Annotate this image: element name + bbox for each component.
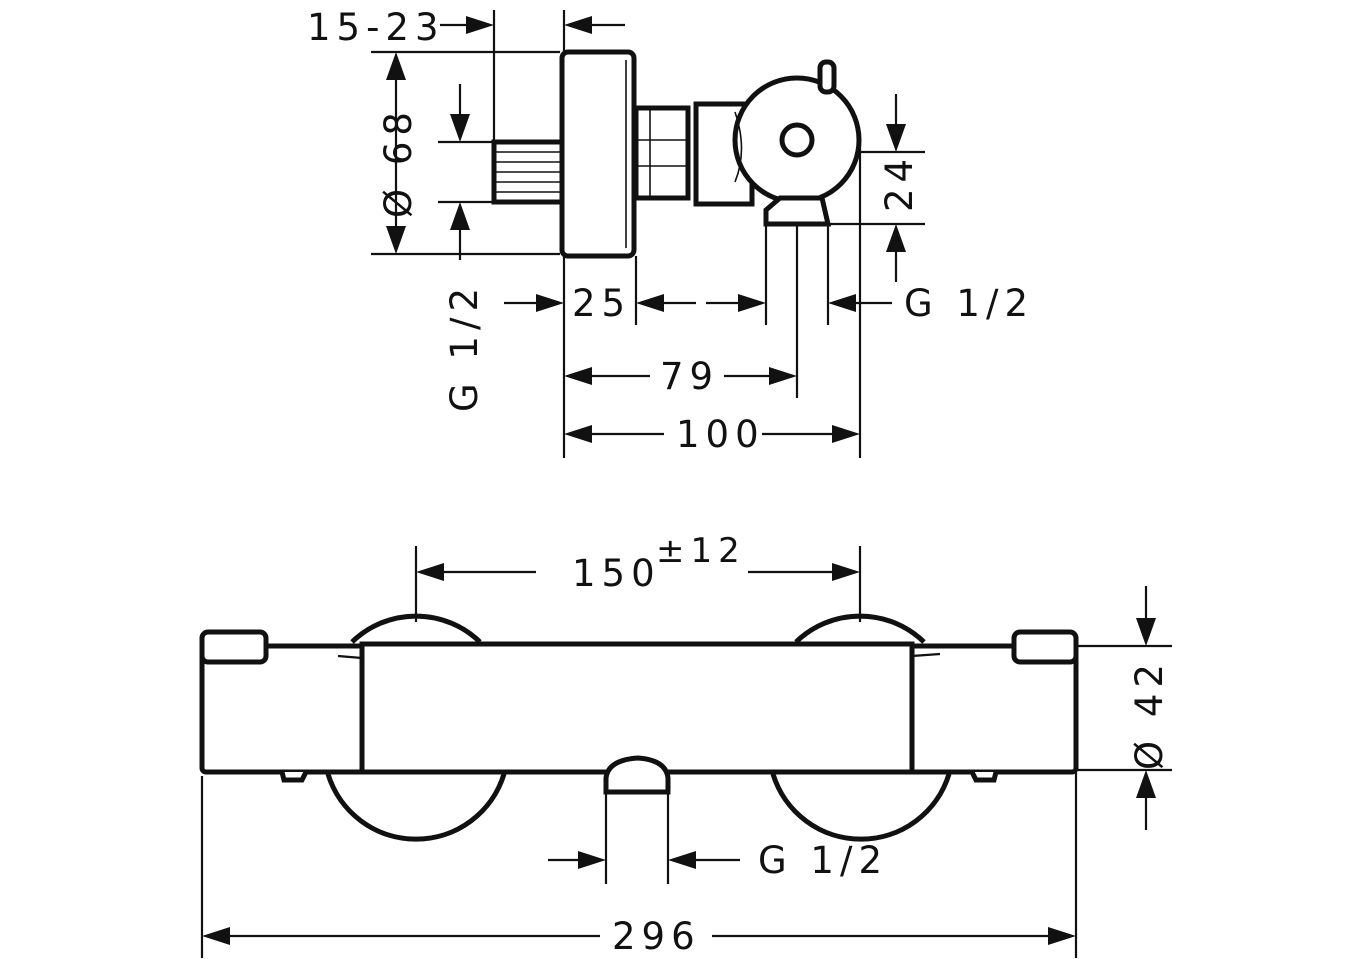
- threaded-inlet: [491, 139, 565, 205]
- dim-150-tolerance-label: ±12: [656, 531, 746, 571]
- handle-knob: [732, 59, 862, 205]
- dim-24-label: 24: [878, 153, 921, 212]
- dim-g12-left-label: G 1/2: [443, 282, 486, 412]
- dim-79-label: 79: [660, 355, 719, 398]
- right-wall-disc: [770, 773, 952, 842]
- dim-g12-bottom-label: G 1/2: [758, 839, 888, 882]
- left-foot: [279, 770, 309, 783]
- dim-15-23-label: 15-23: [307, 6, 445, 49]
- connection-nut: [633, 105, 691, 201]
- center-block: [359, 641, 915, 775]
- left-wall-disc: [325, 773, 507, 842]
- dim-296-label: 296: [612, 915, 701, 958]
- right-end-cap: [1011, 629, 1079, 665]
- wall-flange: [559, 49, 637, 259]
- dim-g12-right-label: G 1/2: [904, 282, 1034, 325]
- left-end-cap: [199, 629, 269, 665]
- dim-42-label: Ø 42: [1128, 658, 1171, 770]
- dim-25-label: 25: [572, 282, 631, 325]
- side-view: 15-23 Ø 68 G 1/2 25 G 1/2 24: [307, 6, 1034, 458]
- dim-100-label: 100: [676, 413, 765, 456]
- bottom-outlet: [603, 755, 671, 795]
- front-view: 150 ±12 Ø 42 G 1/2 296: [199, 531, 1172, 958]
- right-foot: [969, 770, 999, 783]
- dim-150-label: 150: [572, 552, 661, 595]
- dim-68-label: Ø 68: [377, 106, 420, 218]
- outlet-spout: [763, 195, 832, 227]
